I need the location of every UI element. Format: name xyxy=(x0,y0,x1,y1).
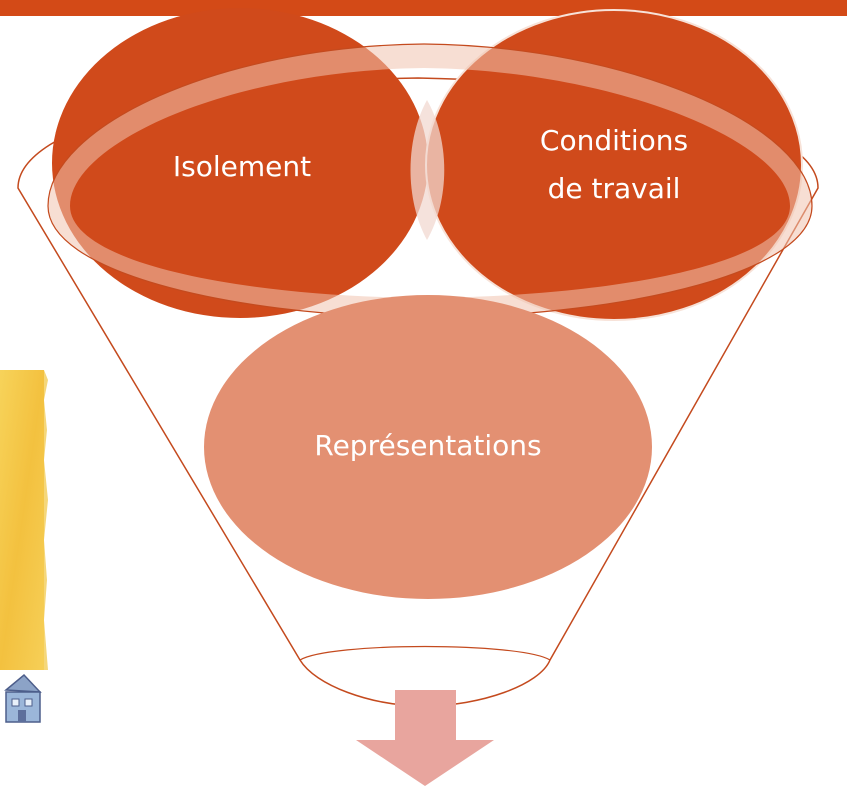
circle-isolement xyxy=(52,8,428,318)
illustration-icon xyxy=(0,370,48,786)
label-isolement: Isolement xyxy=(173,150,311,183)
funnel-bottom-rim xyxy=(299,645,551,661)
label-conditions-line-2: de travail xyxy=(548,172,681,205)
label-conditions-line-1: Conditions xyxy=(540,124,688,157)
funnel-top-ring-outline xyxy=(47,43,813,319)
down-arrow-icon xyxy=(356,690,494,786)
label-representations: Représentations xyxy=(314,429,541,462)
circle-representations xyxy=(204,295,652,599)
circle-overlap-highlight xyxy=(410,100,445,240)
